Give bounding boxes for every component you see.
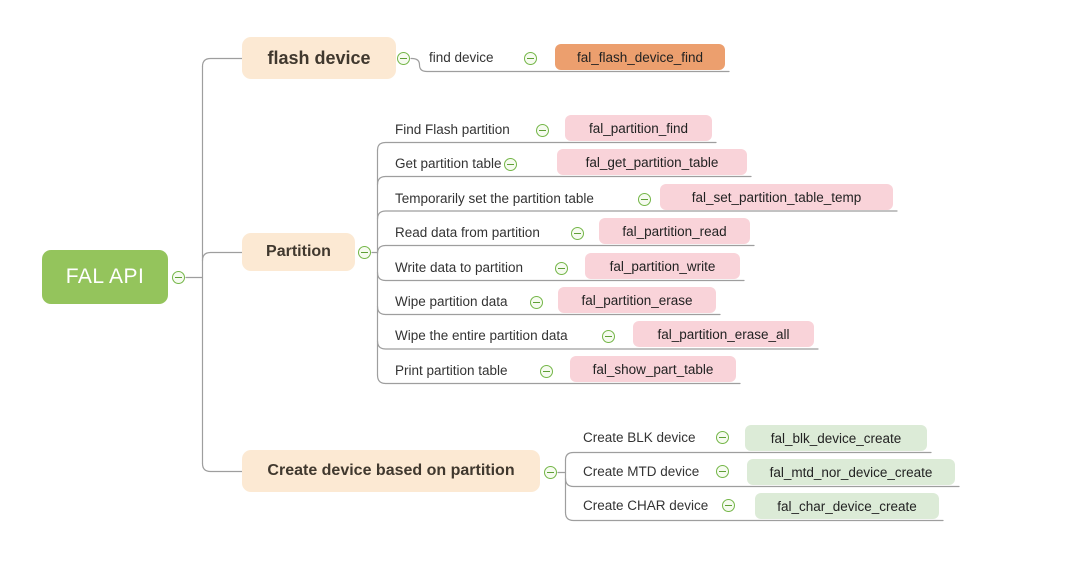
- collapse-icon[interactable]: [638, 193, 651, 206]
- branch-topic-create-device[interactable]: Create device based on partition: [242, 450, 540, 492]
- subtopic-label[interactable]: Temporarily set the partition table: [395, 191, 594, 206]
- collapse-icon[interactable]: [555, 262, 568, 275]
- collapse-icon[interactable]: [397, 52, 410, 65]
- root-topic[interactable]: FAL API: [42, 250, 168, 304]
- collapse-icon[interactable]: [540, 365, 553, 378]
- subtopic-label[interactable]: Find Flash partition: [395, 122, 510, 137]
- function-topic[interactable]: fal_partition_erase_all: [633, 321, 814, 347]
- collapse-icon[interactable]: [571, 227, 584, 240]
- function-topic[interactable]: fal_set_partition_table_temp: [660, 184, 893, 210]
- collapse-icon[interactable]: [544, 466, 557, 479]
- function-topic[interactable]: fal_blk_device_create: [745, 425, 927, 451]
- collapse-icon[interactable]: [716, 431, 729, 444]
- subtopic-label[interactable]: Wipe the entire partition data: [395, 328, 568, 343]
- branch-topic-flash-device[interactable]: flash device: [242, 37, 396, 79]
- collapse-icon[interactable]: [530, 296, 543, 309]
- subtopic-label[interactable]: Print partition table: [395, 363, 508, 378]
- function-topic[interactable]: fal_char_device_create: [755, 493, 939, 519]
- subtopic-label[interactable]: Create BLK device: [583, 430, 696, 445]
- collapse-icon[interactable]: [358, 246, 371, 259]
- subtopic-label[interactable]: Get partition table: [395, 156, 502, 171]
- subtopic-label[interactable]: Create CHAR device: [583, 498, 709, 513]
- function-topic[interactable]: fal_mtd_nor_device_create: [747, 459, 955, 485]
- collapse-icon[interactable]: [722, 499, 735, 512]
- collapse-icon[interactable]: [524, 52, 537, 65]
- collapse-icon[interactable]: [602, 330, 615, 343]
- collapse-icon[interactable]: [536, 124, 549, 137]
- collapse-icon[interactable]: [172, 271, 185, 284]
- subtopic-label[interactable]: Write data to partition: [395, 260, 524, 275]
- function-topic[interactable]: fal_partition_read: [599, 218, 750, 244]
- function-topic[interactable]: fal_get_partition_table: [557, 149, 747, 175]
- function-topic[interactable]: fal_flash_device_find: [555, 44, 725, 70]
- function-topic[interactable]: fal_partition_find: [565, 115, 712, 141]
- subtopic-label[interactable]: Wipe partition data: [395, 294, 508, 309]
- function-topic[interactable]: fal_show_part_table: [570, 356, 736, 382]
- subtopic-label[interactable]: Read data from partition: [395, 225, 540, 240]
- function-topic[interactable]: fal_partition_write: [585, 253, 740, 279]
- subtopic-label[interactable]: Create MTD device: [583, 464, 700, 479]
- collapse-icon[interactable]: [716, 465, 729, 478]
- branch-topic-partition[interactable]: Partition: [242, 233, 355, 271]
- subtopic-label[interactable]: find device: [429, 50, 494, 65]
- function-topic[interactable]: fal_partition_erase: [558, 287, 716, 313]
- collapse-icon[interactable]: [504, 158, 517, 171]
